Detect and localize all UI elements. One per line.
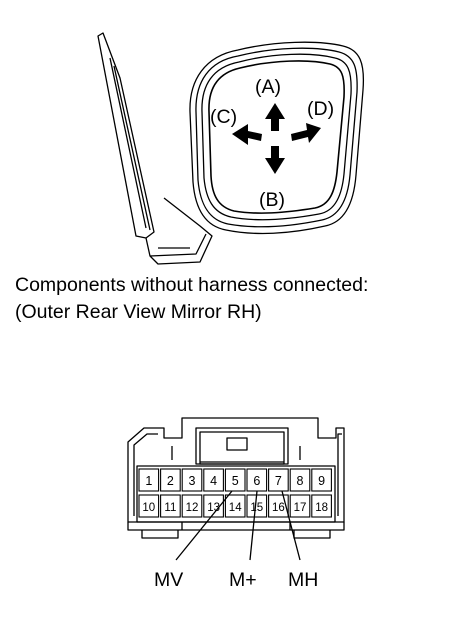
arrow-right-icon [291, 123, 321, 143]
terminal-cell-2 [160, 468, 181, 492]
terminal-cell-5 [224, 468, 246, 492]
connector-latch [195, 427, 289, 465]
terminal-number-4: 4 [210, 474, 217, 488]
terminal-number-18: 18 [315, 502, 328, 514]
mirror-mount-arm [97, 32, 213, 265]
terminal-cell-6 [246, 468, 268, 492]
terminal-number-14: 14 [229, 502, 242, 514]
terminal-cell-8 [289, 468, 311, 492]
terminal-number-15: 15 [250, 502, 263, 514]
terminal-number-17: 17 [294, 502, 307, 514]
terminal-cell-13 [203, 494, 224, 518]
terminal-number-6: 6 [253, 474, 260, 488]
terminal-cell-12 [181, 494, 203, 518]
terminal-cell-17 [289, 494, 311, 518]
terminal-cell-10 [138, 494, 160, 518]
terminal-number-12: 12 [186, 502, 199, 514]
callout-line-mplus [249, 490, 258, 561]
terminal-cell-7 [268, 468, 289, 492]
terminal-cell-1 [138, 468, 160, 492]
direction-label-b: (B) [259, 189, 285, 211]
callout-label-mv: MV [154, 569, 183, 591]
terminal-grid [136, 465, 336, 523]
terminal-cell-11 [160, 494, 181, 518]
terminal-cell-18 [311, 494, 332, 518]
terminal-cell-3 [181, 468, 203, 492]
direction-arrows [232, 103, 321, 174]
callout-line-mh [281, 490, 301, 561]
terminal-number-11: 11 [164, 502, 176, 514]
terminal-number-1: 1 [145, 474, 152, 488]
direction-label-d: (D) [307, 98, 334, 120]
terminal-cell-4 [203, 468, 224, 492]
callout-label-mplus: M+ [229, 569, 257, 591]
direction-label-a: (A) [255, 76, 281, 98]
terminal-number-5: 5 [232, 474, 239, 488]
terminal-number-9: 9 [318, 474, 325, 488]
terminal-cell-14 [224, 494, 246, 518]
caption-line-1: Components without harness connected: [15, 274, 369, 296]
mirror-glass [189, 41, 365, 235]
terminal-number-16: 16 [272, 502, 285, 514]
arrow-left-icon [232, 124, 262, 145]
terminal-number-10: 10 [142, 502, 155, 514]
connector-housing [127, 417, 345, 523]
terminal-cell-16 [268, 494, 289, 518]
terminal-cell-15 [246, 494, 268, 518]
terminal-number-3: 3 [189, 474, 196, 488]
callout-line-mv [175, 490, 233, 561]
terminal-cell-9 [311, 468, 332, 492]
terminal-number-7: 7 [275, 474, 282, 488]
callout-label-mh: MH [288, 569, 318, 591]
mirror-figure: (A) (B) (C) (D) [97, 32, 365, 265]
terminal-number-8: 8 [297, 474, 304, 488]
arrow-down-icon [265, 146, 285, 174]
terminal-number-2: 2 [167, 474, 174, 488]
arrow-up-icon [265, 103, 285, 131]
direction-label-c: (C) [210, 106, 237, 128]
caption-line-2: (Outer Rear View Mirror RH) [15, 301, 262, 323]
terminal-number-13: 13 [207, 502, 220, 514]
